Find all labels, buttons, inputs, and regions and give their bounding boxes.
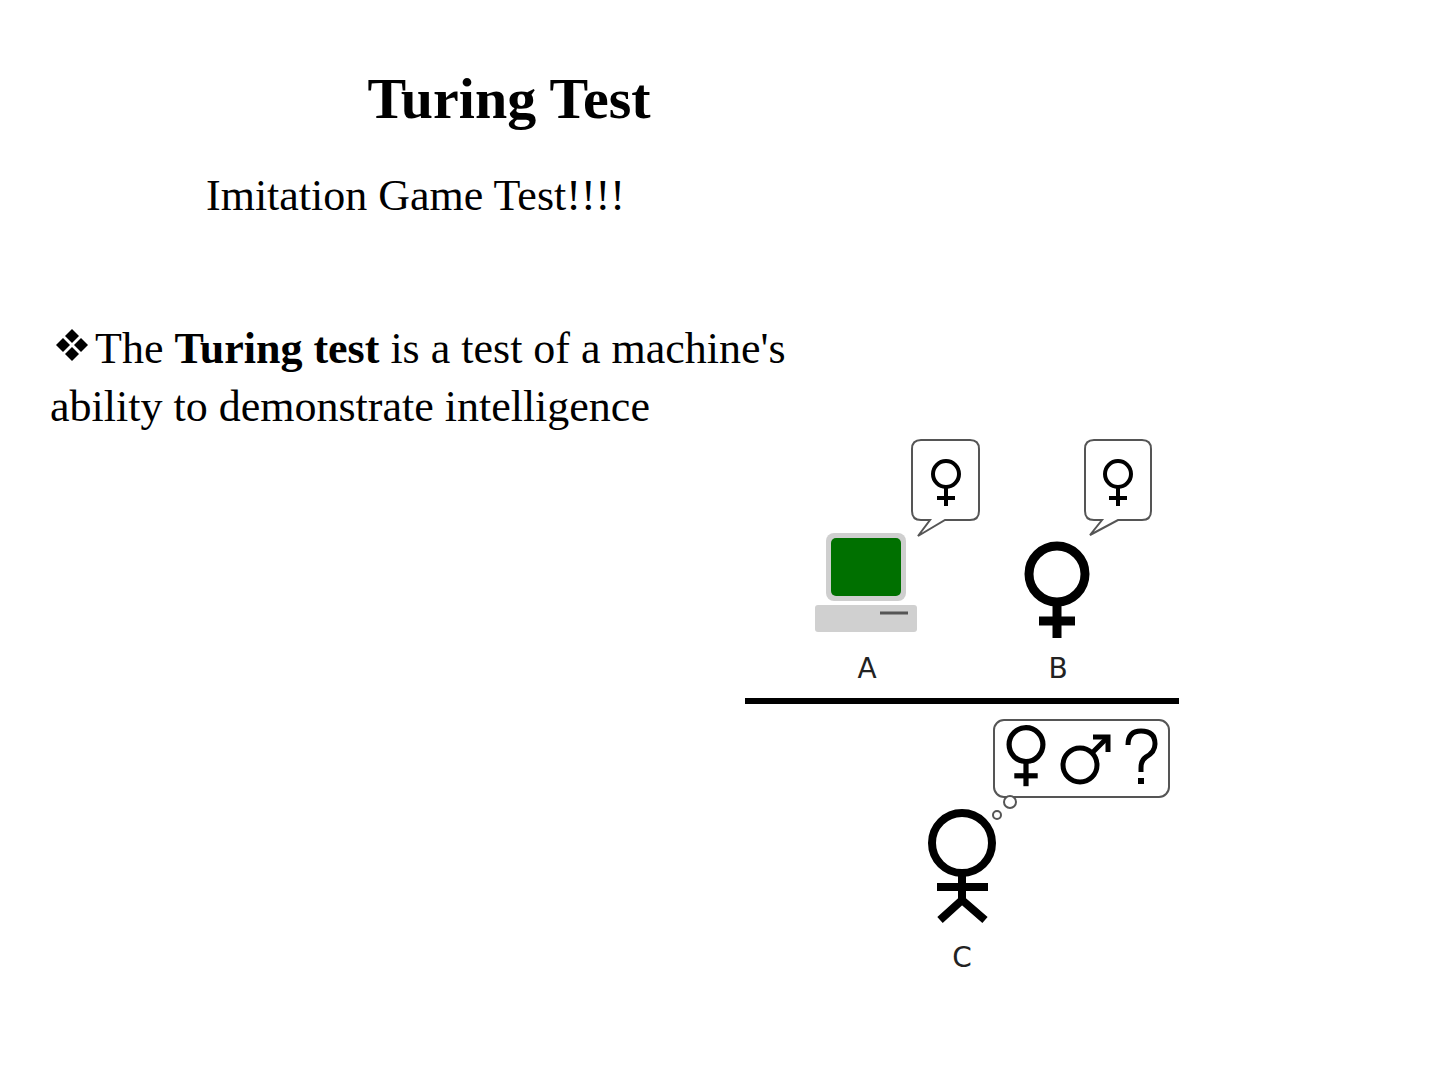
subtitle: Imitation Game Test!!!! [206,170,625,221]
body-text: The [95,324,163,373]
slide-title: Turing Test [367,65,650,132]
female-symbol [1029,546,1085,638]
separator-line [745,698,1179,704]
person-figure [932,813,992,920]
speech-bubble [1085,440,1151,535]
question-mark [1128,731,1155,772]
male-symbol [1063,737,1108,782]
participant-label: B [1048,652,1067,685]
speech-bubble [912,440,979,536]
bullet-symbol [56,329,88,361]
participant-label: C [952,941,972,974]
computer-icon [815,533,917,632]
bullet-text: TheTuring testis a test of a machine's a… [50,320,870,436]
thought-bubble [993,720,1169,819]
body-term: Turing test [174,324,379,373]
participant-label: A [857,652,876,685]
